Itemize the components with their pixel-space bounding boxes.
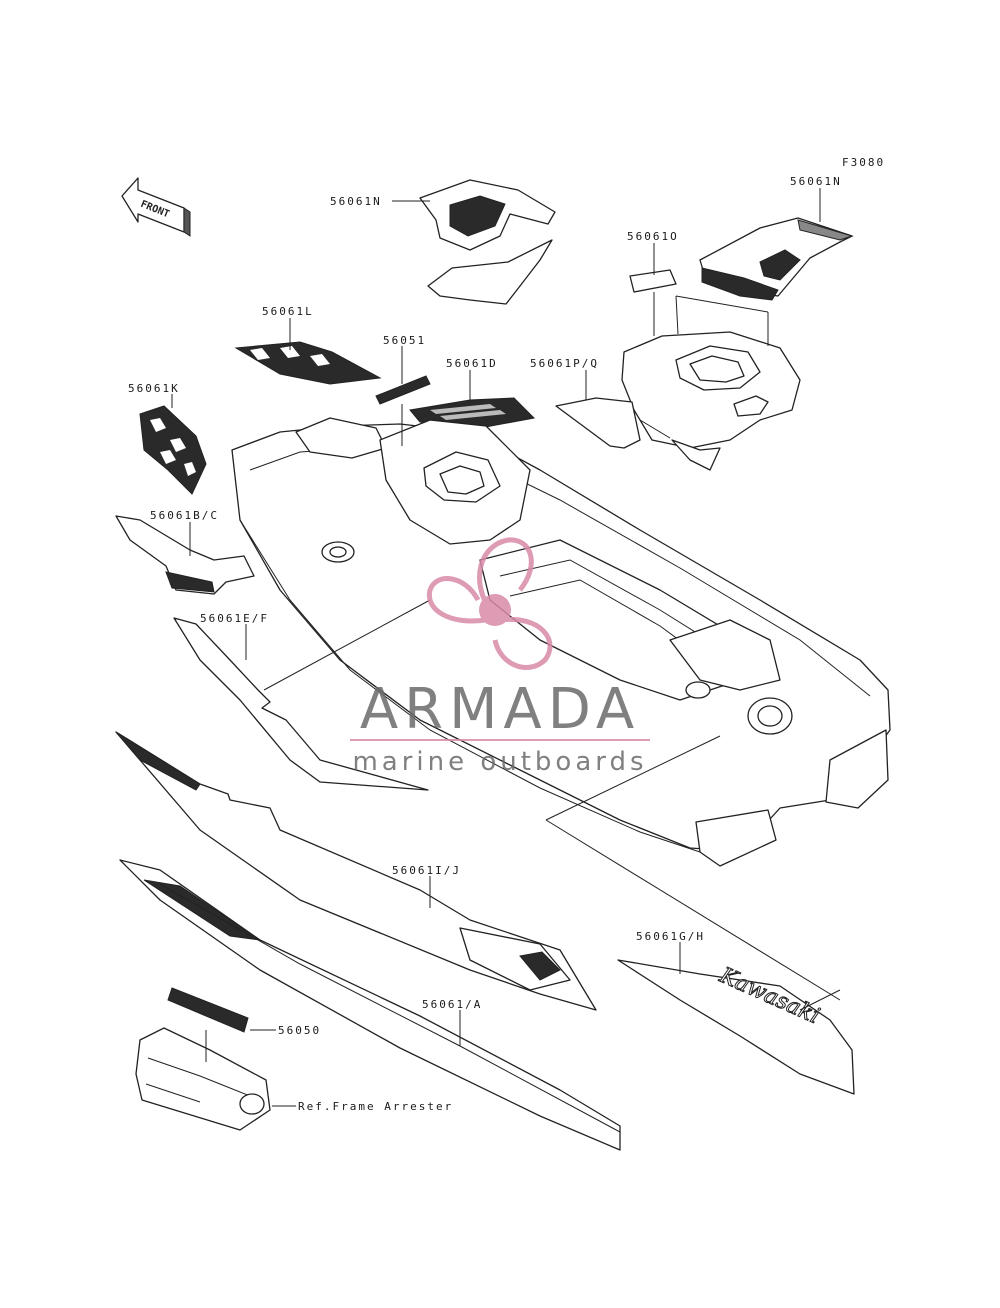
decal-strip-upper	[115, 731, 597, 1011]
decal-56061n-top	[419, 179, 556, 305]
label-56061ij: 56061I/J	[392, 864, 461, 877]
plate-56050	[167, 987, 249, 1033]
decal-56061n-right	[699, 217, 854, 301]
armada-watermark: ARMADA marine outboards	[350, 537, 650, 777]
figure-code: F3080	[842, 156, 885, 169]
decal-56061pq	[555, 397, 641, 449]
hood-cover	[621, 331, 801, 471]
label-56061a: 56061/A	[422, 998, 482, 1011]
watermark-brand: ARMADA	[360, 677, 640, 742]
decal-56061l	[234, 341, 382, 385]
decal-56061d	[409, 397, 536, 429]
label-56061bc: 56061B/C	[150, 509, 219, 522]
decal-56061a	[119, 859, 621, 1151]
label-56061l: 56061L	[262, 305, 314, 318]
leader-lines	[171, 188, 841, 1107]
label-56061n-right: 56061N	[790, 175, 842, 188]
label-56061ef: 56061E/F	[200, 612, 269, 625]
label-56061n-top: 56061N	[330, 195, 382, 208]
label-56050: 56050	[278, 1024, 321, 1037]
label-56061gh: 56061G/H	[636, 930, 705, 943]
label-56061o: 56061O	[627, 230, 679, 243]
decal-56061ef	[173, 617, 429, 791]
decal-56061o	[629, 269, 677, 293]
decal-56061k	[139, 405, 207, 495]
frame-arrester	[135, 987, 271, 1131]
label-56061d: 56061D	[446, 357, 498, 370]
decal-56061bc	[115, 515, 255, 595]
decal-56061gh: Kawasaki	[617, 959, 855, 1095]
label-56051: 56051	[383, 334, 426, 347]
label-56061pq: 56061P/Q	[530, 357, 599, 370]
label-ref-frame-arrester: Ref.Frame Arrester	[298, 1100, 453, 1113]
hull-body	[231, 417, 891, 867]
label-56061k: 56061K	[128, 382, 180, 395]
propeller-logo-icon	[426, 537, 553, 670]
badge-56051	[375, 375, 431, 405]
watermark-tagline: marine outboards	[352, 747, 647, 777]
front-arrow-icon: FRONT	[121, 177, 191, 237]
